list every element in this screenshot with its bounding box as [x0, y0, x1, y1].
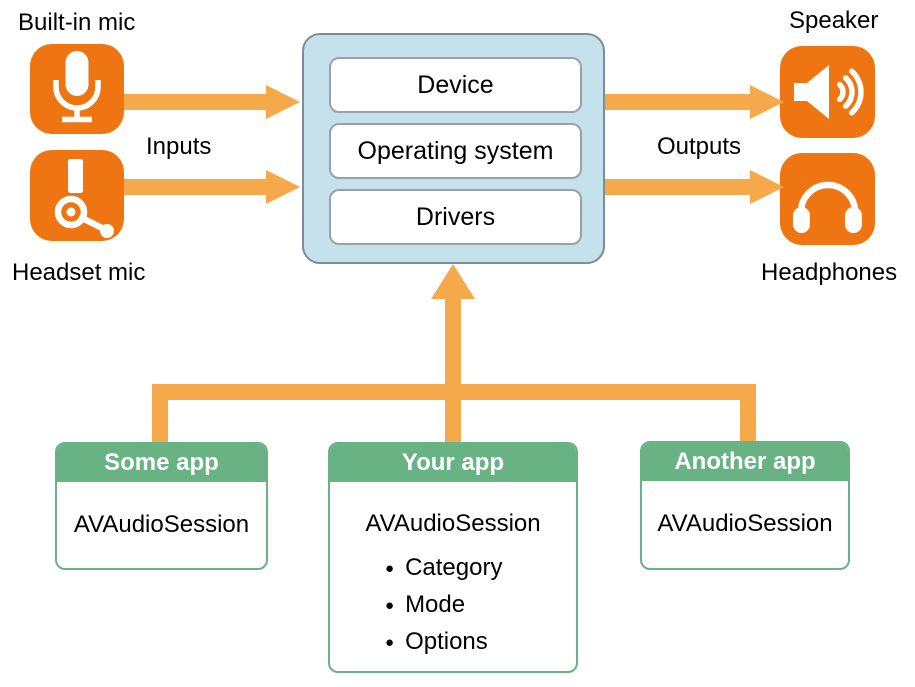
headphones-label: Headphones: [761, 259, 898, 286]
bullet-mode: Mode: [385, 587, 576, 624]
built-in-mic-label: Built-in mic: [18, 9, 136, 36]
output-arrow-bottom: [604, 179, 752, 195]
output-arrow-top: [604, 94, 752, 110]
your-app-title: Your app: [330, 444, 576, 482]
your-app-bullet-list: Category Mode Options: [330, 550, 576, 661]
another-app-class: AVAudioSession: [657, 510, 833, 537]
headset-mic-icon: [30, 150, 124, 241]
another-app-title: Another app: [642, 443, 848, 481]
headset-mic-label: Headset mic: [12, 259, 146, 286]
another-app-connector: [740, 384, 756, 442]
your-app-class: AVAudioSession: [365, 510, 541, 537]
layer-drivers: Drivers: [329, 189, 582, 245]
input-arrow-top: [124, 94, 268, 110]
your-app-connector: [445, 298, 461, 443]
layer-device: Device: [329, 57, 582, 113]
outputs-label: Outputs: [657, 133, 742, 160]
bullet-category: Category: [385, 550, 576, 587]
speaker-label: Speaker: [789, 7, 879, 34]
input-arrow-bottom-head: [266, 170, 300, 204]
some-app-connector: [152, 384, 168, 443]
input-arrow-bottom: [124, 179, 268, 195]
inputs-label: Inputs: [146, 133, 212, 160]
some-app-title: Some app: [57, 444, 266, 482]
your-app-box: Your app AVAudioSession Category Mode Op…: [328, 442, 578, 673]
bullet-options: Options: [385, 624, 576, 661]
output-arrow-top-head: [750, 85, 784, 119]
another-app-box: Another app AVAudioSession: [640, 441, 850, 570]
some-app-box: Some app AVAudioSession: [55, 442, 268, 570]
some-app-class: AVAudioSession: [73, 511, 250, 538]
speaker-icon: [780, 46, 875, 138]
input-arrow-top-head: [266, 85, 300, 119]
headphones-icon: [780, 153, 875, 245]
layer-operating-system: Operating system: [329, 123, 582, 179]
output-arrow-bottom-head: [750, 170, 784, 204]
microphone-icon: [30, 44, 124, 134]
system-box: Device Operating system Drivers: [302, 33, 605, 264]
up-arrow-head: [431, 264, 475, 299]
